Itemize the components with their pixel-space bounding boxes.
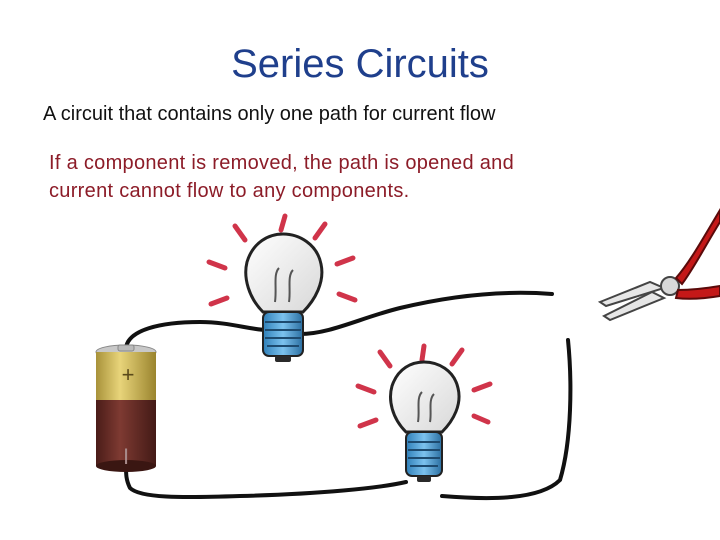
light-bulb-icon	[206, 213, 358, 362]
battery-icon: + I	[95, 344, 157, 472]
slide-title: Series Circuits	[231, 42, 489, 86]
light-ray	[206, 213, 358, 307]
definition-text: A circuit that contains only one path fo…	[43, 103, 496, 125]
light-bulb-icon	[355, 343, 493, 482]
light-ray	[355, 343, 493, 429]
pliers-icon	[597, 208, 720, 322]
positive-terminal-label: +	[122, 362, 135, 387]
explanation-line: If a component is removed, the path is o…	[49, 152, 514, 174]
explanation-text: If a component is removed, the path is o…	[49, 149, 649, 205]
explanation-line: current cannot flow to any components.	[49, 180, 410, 202]
wire	[124, 290, 573, 501]
negative-terminal-label: I	[123, 444, 129, 469]
